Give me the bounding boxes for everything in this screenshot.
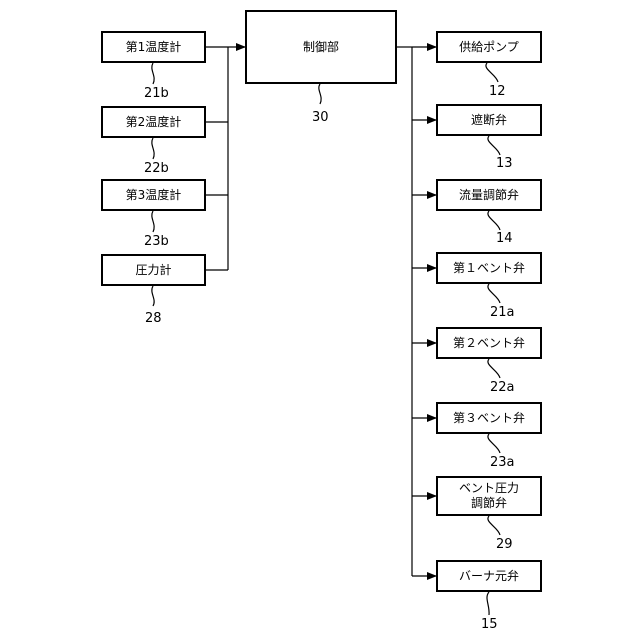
leader-21a [488, 284, 500, 303]
ref-23b: 23b [144, 234, 169, 249]
ref-23a: 23a [490, 455, 515, 470]
ref-13: 13 [496, 156, 513, 171]
first-thermometer-label: 第1温度計 [126, 40, 182, 55]
pressure-gauge-label: 圧力計 [135, 263, 171, 278]
leader-22b [152, 138, 154, 159]
leader-23b [152, 211, 154, 232]
second-vent-valve-box: 第２ベント弁 [436, 327, 542, 359]
ref-15: 15 [481, 617, 498, 632]
leader-15 [487, 592, 489, 615]
ref-28: 28 [145, 311, 162, 326]
shutoff-valve-box: 遮断弁 [436, 104, 542, 136]
second-thermometer-label: 第2温度計 [126, 115, 182, 130]
leader-23a [488, 434, 500, 453]
ref-30: 30 [312, 110, 329, 125]
leader-29 [488, 516, 500, 535]
controller-label: 制御部 [303, 40, 339, 55]
burner-main-valve-box: バーナ元弁 [436, 560, 542, 592]
flow-control-valve-label: 流量調節弁 [459, 188, 519, 203]
leader-22a [488, 359, 500, 378]
supply-pump-box: 供給ポンプ [436, 31, 542, 63]
leader-30 [319, 84, 321, 104]
ref-22b: 22b [144, 161, 169, 176]
ref-12: 12 [489, 84, 506, 99]
third-thermometer-label: 第3温度計 [126, 188, 182, 203]
leader-14 [488, 211, 500, 230]
ref-29: 29 [496, 537, 513, 552]
third-thermometer-box: 第3温度計 [101, 179, 206, 211]
ref-21b: 21b [144, 86, 169, 101]
ref-22a: 22a [490, 380, 515, 395]
first-vent-valve-label: 第１ベント弁 [453, 261, 525, 276]
controller-box: 制御部 [245, 10, 397, 84]
pressure-gauge-box: 圧力計 [101, 254, 206, 286]
shutoff-valve-label: 遮断弁 [471, 113, 507, 128]
flow-control-valve-box: 流量調節弁 [436, 179, 542, 211]
leader-13 [488, 136, 500, 155]
leader-28 [152, 286, 154, 306]
ref-21a: 21a [490, 305, 515, 320]
first-thermometer-box: 第1温度計 [101, 31, 206, 63]
third-vent-valve-box: 第３ベント弁 [436, 402, 542, 434]
leader-12 [486, 63, 498, 82]
second-vent-valve-label: 第２ベント弁 [453, 336, 525, 351]
third-vent-valve-label: 第３ベント弁 [453, 411, 525, 426]
first-vent-valve-box: 第１ベント弁 [436, 252, 542, 284]
burner-main-valve-label: バーナ元弁 [459, 569, 519, 584]
vent-pressure-control-valve-label: ベント圧力 調節弁 [459, 481, 519, 511]
supply-pump-label: 供給ポンプ [459, 40, 519, 55]
leader-21b [152, 63, 154, 84]
second-thermometer-box: 第2温度計 [101, 106, 206, 138]
vent-pressure-control-valve-box: ベント圧力 調節弁 [436, 476, 542, 516]
ref-14: 14 [496, 231, 513, 246]
